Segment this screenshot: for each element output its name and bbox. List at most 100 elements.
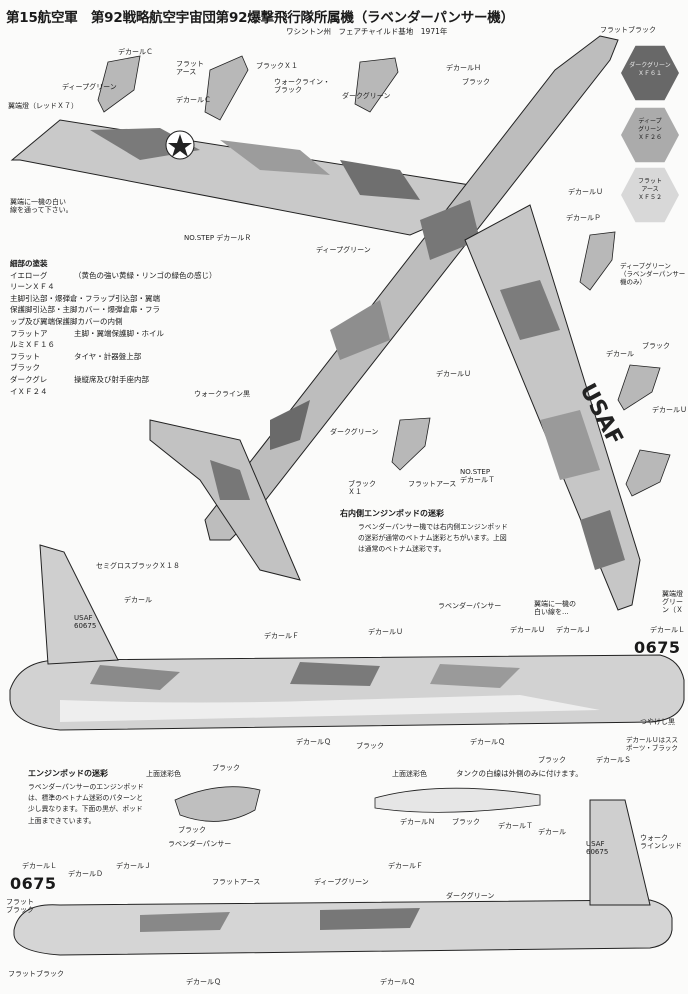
label-wing-line: 翼端に一機の白い 線を通って下さい。	[10, 198, 73, 214]
detail-value: 操縦席及び射手座内部	[74, 374, 149, 384]
label-decal-d: デカールＤ	[68, 870, 103, 878]
label-decal-h: デカールＨ	[446, 64, 481, 72]
swatch-hex	[621, 45, 679, 101]
label-deep-green: ディープグリーン	[62, 83, 117, 91]
detail-value: タイヤ・計器盤上部	[74, 351, 142, 361]
label-dark-green: ダークグリーン	[342, 92, 391, 100]
detail-notes: 細部の塗装 イエローグ リーンＸＦ４（黄色の強い黄緑・リンゴの緑色の感じ） 主脚…	[10, 258, 217, 397]
label-black: ブラック	[462, 78, 490, 86]
label-decal-q-bottom2: デカールＱ	[380, 978, 415, 986]
label-dark-green-lower: ダークグリーン	[330, 428, 379, 436]
label-black-bottom: ブラック	[538, 756, 566, 764]
engine-note-heading: 右内側エンジンポッドの迷彩	[340, 509, 444, 518]
label-decal-p: デカールＰ	[566, 214, 601, 222]
detail-row: イエローグ リーンＸＦ４（黄色の強い黄緑・リンゴの緑色の感じ） 主脚引込部・爆弾…	[10, 270, 217, 328]
swatch-hex	[621, 167, 679, 223]
swatch-text: ダークグリーン ＸＦ６１	[629, 62, 671, 77]
label-upper-color: 上面迷彩色	[146, 770, 181, 778]
label-upper-color2: 上面迷彩色	[392, 770, 427, 778]
label-lavender2: ラベンダーパンサー	[168, 840, 232, 848]
label-decal-c: デカールＣ	[176, 96, 211, 104]
engine-pod-heading: エンジンポッドの迷彩	[28, 769, 108, 778]
label-tank-green: 翼端燈 グリー ン（Ｘ	[662, 590, 683, 614]
label-decal-l-bottom: デカールＬ	[22, 862, 57, 870]
detail-row: フラットア ルミＸＦ１６ 主脚・翼端保護脚・ホイル	[10, 328, 217, 351]
label-decal-q1: デカールＱ	[296, 738, 331, 746]
label-black-b: ブラック	[178, 826, 206, 834]
engine-pod-body: ラベンダーパンサーのエンジンポッドは、標準のベトナム迷彩のパターンと少し異なりま…	[28, 783, 144, 825]
engine-note-body: ラベンダーパンサー機では右内側エンジンポッドの迷彩が通常のベトナム迷彩とちがいま…	[358, 523, 508, 554]
label-flat-earth: フラット アース	[176, 60, 204, 76]
swatch-deep-green: ディープ グリーン ＸＦ２６	[621, 106, 679, 164]
label-decal-u-note: デカールＵはスス ポーツ・ブラック	[626, 736, 678, 752]
detail-notes-heading: 細部の塗装	[10, 259, 48, 268]
detail-value: 主脚・翼端保護脚・ホイル	[74, 328, 164, 338]
label-black-c: ブラック	[452, 818, 480, 826]
tail-number-bottom: 0675	[10, 874, 57, 893]
label-no-step2: NO.STEP デカールＴ	[460, 468, 495, 484]
detail-key: フラットア ルミＸＦ１６	[10, 328, 55, 350]
swatch-hex	[621, 107, 679, 163]
detail-row: フラット ブラック タイヤ・計器盤上部	[10, 351, 217, 374]
detail-key: フラット ブラック	[10, 351, 40, 373]
tank-note: タンクの白線は外側のみに付けます。	[456, 769, 583, 778]
usaf-tail-bottom: USAF 60675	[586, 840, 609, 856]
label-decal-f: デカールＦ	[264, 632, 299, 640]
label-semi-gloss: セミグロスブラックＸ１８	[96, 562, 180, 570]
swatch-text: ディープ グリーン ＸＦ２６	[637, 118, 662, 141]
label-decal: デカール	[124, 596, 152, 604]
label-black-a: ブラック	[212, 764, 240, 772]
label-lavender: ラベンダーパンサー	[438, 602, 502, 610]
swatch-text: フラット アース ＸＦ５２	[637, 178, 662, 201]
detail-key: ダークグレ イＸＦ２４	[10, 374, 48, 396]
tail-number-side: 0675	[634, 638, 681, 657]
detail-row: ダークグレ イＸＦ２４ 操縦席及び射手座内部	[10, 374, 217, 397]
label-decal-u2: デカールＵ	[510, 626, 545, 634]
label-deep-green-right: ディープグリーン （ラベンダーパンサー 機のみ）	[620, 262, 686, 286]
label-flat-black-bottom: フラットブラック	[8, 970, 64, 978]
swatch-dark-green: ダークグリーン ＸＦ６１	[621, 44, 679, 102]
label-flat-earth-bottom: フラットアース	[212, 878, 261, 886]
label-decal-j-bottom: デカールＪ	[116, 862, 151, 870]
label-black-x1-lower: ブラック Ｘ１	[348, 480, 376, 496]
label-walkway-black: ウォークライン・ ブラック	[274, 78, 330, 94]
label-decal-q-bottom1: デカールＱ	[186, 978, 221, 986]
page-subtitle: ワシントン州 フェアチャイルド基地 1971年	[286, 27, 448, 36]
label-decal-right: デカール	[606, 350, 634, 358]
detail-value: （黄色の強い黄緑・リンゴの緑色の感じ） 主脚引込部・爆弾倉・フラップ引込部・翼端…	[10, 270, 217, 326]
label-decal-t: デカールＴ	[498, 822, 533, 830]
label-decal-u-mid: デカールＵ	[436, 370, 471, 378]
label-decal-n: デカールＮ	[400, 818, 435, 826]
label-decal-c-wingtip: デカールＣ	[118, 48, 153, 56]
label-black-right: ブラック	[642, 342, 670, 350]
detail-key: イエローグ リーンＸＦ４	[10, 270, 55, 292]
label-walkway: ウォーク ラインレッド	[640, 834, 682, 850]
label-decal-q2: デカールＱ	[470, 738, 505, 746]
label-decal-l: デカールＬ	[650, 626, 685, 634]
label-decal-j: デカールＪ	[556, 626, 591, 634]
label-black-x1: ブラックＸ１	[256, 62, 298, 70]
label-decal-bottom: デカール	[538, 828, 566, 836]
label-tank-red: 翼端燈（レッドＸ７）	[8, 102, 78, 110]
label-decal-s: デカールＳ	[596, 756, 631, 764]
label-decal-u: デカールＵ	[568, 188, 603, 196]
roundel-icon	[165, 130, 195, 160]
label-flat-earth-lower: フラットアース	[408, 480, 457, 488]
label-deep-green-mid: ディープグリーン	[316, 246, 371, 254]
label-decal-f-bottom: デカールＦ	[388, 862, 423, 870]
usaf-tail-side: USAF 60675	[74, 614, 97, 630]
label-walkway-black2: ウォークライン黒	[194, 390, 250, 398]
swatch-label-flat-black: フラットブラック	[600, 26, 656, 34]
label-decal-u1: デカールＵ	[368, 628, 403, 636]
page-title: 第15航空軍 第92戦略航空宇宙団第92爆撃飛行隊所属機（ラベンダーパンサー機）	[6, 10, 514, 26]
swatch-flat-earth: フラット アース ＸＦ５２	[621, 166, 679, 224]
label-dark-green-bottom: ダークグリーン	[446, 892, 495, 900]
label-decal-u-right: デカールＵ	[652, 406, 687, 414]
label-no-step: NO.STEP デカールＲ	[184, 234, 252, 242]
label-matte: つやけし黒	[640, 718, 675, 726]
label-flat-black: フラット ブラック	[6, 898, 34, 914]
label-deep-green-bottom: ディープグリーン	[314, 878, 369, 886]
label-wing-line2: 翼端に一機の 白い線を...	[534, 600, 576, 616]
